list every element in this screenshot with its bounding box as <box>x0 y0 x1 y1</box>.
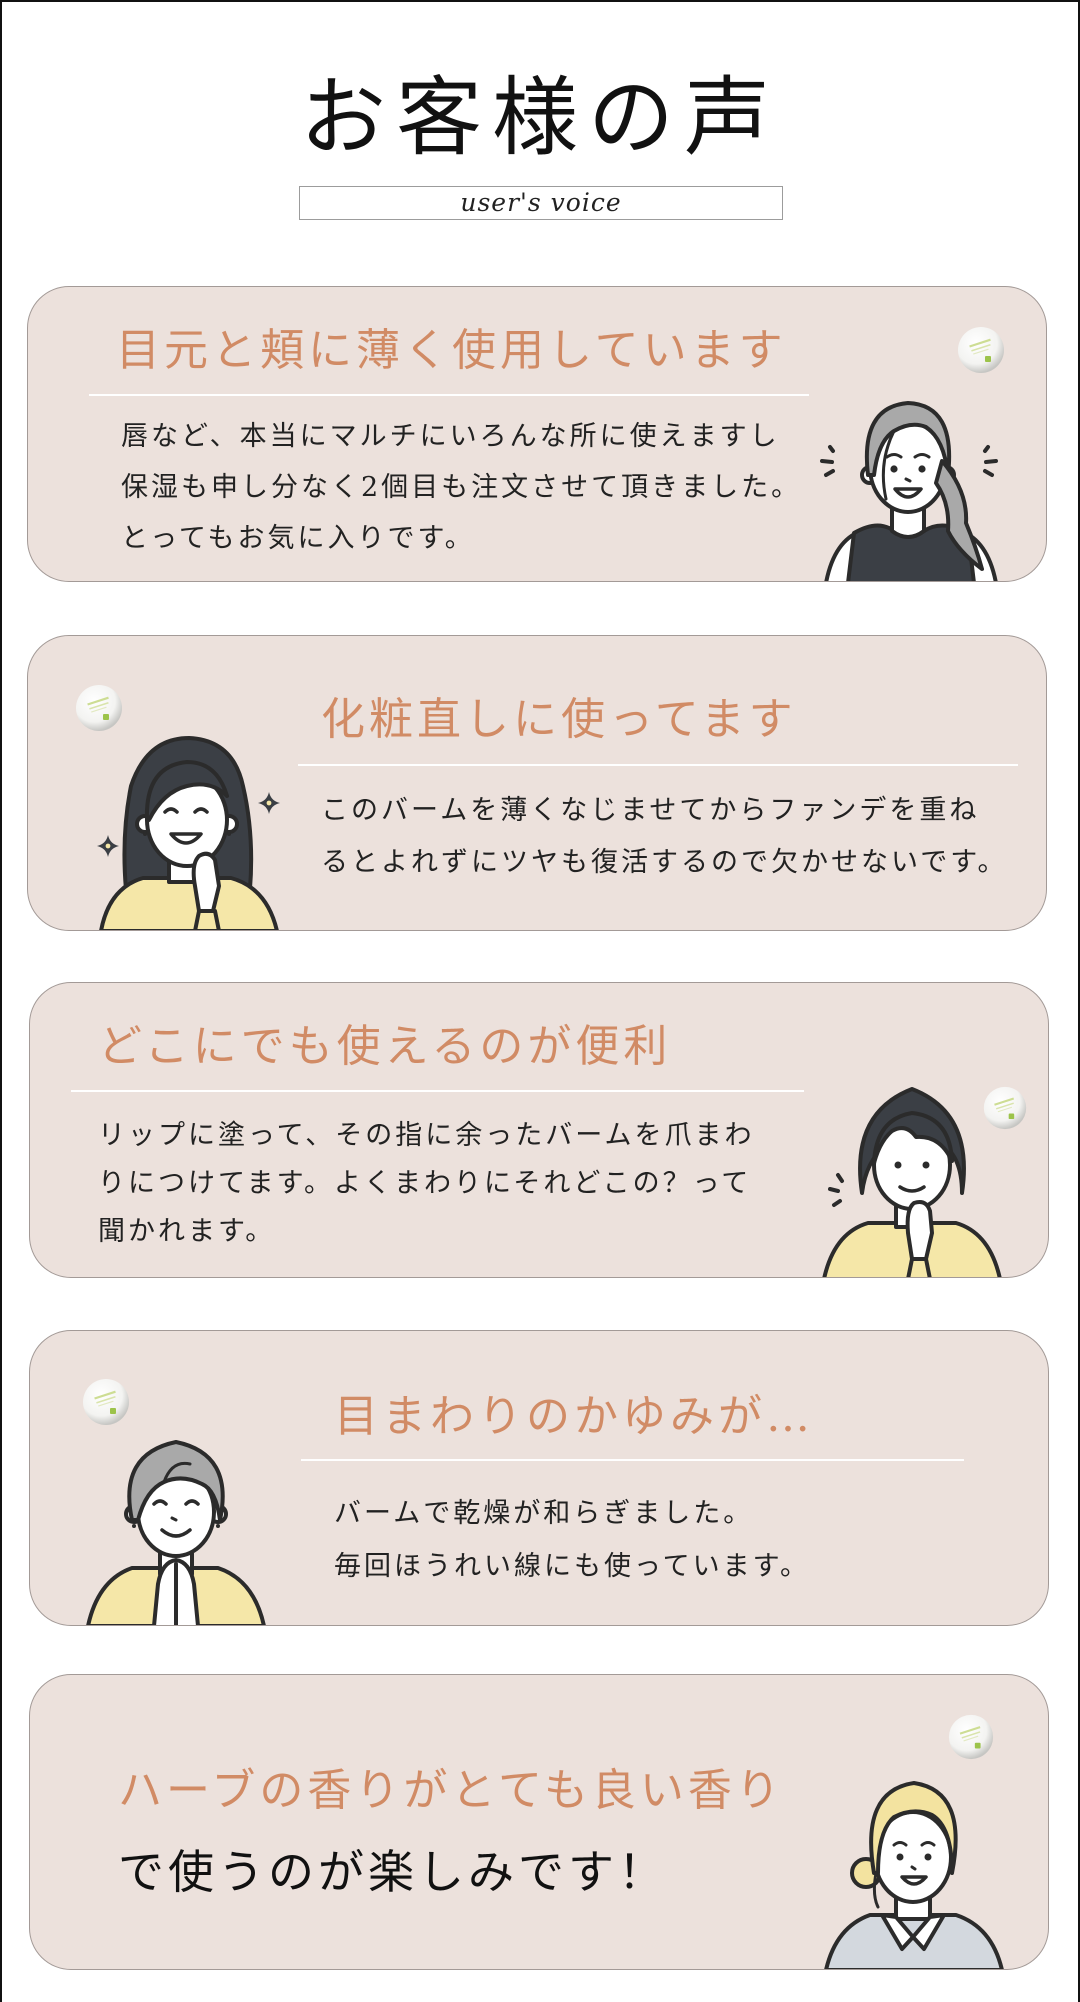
testimonial-line: とってもお気に入りです。 <box>121 523 475 554</box>
testimonial-line: るとよれずにツヤも復活するので欠かせないです。 <box>321 847 1008 878</box>
testimonial-body: このバームを薄くなじませてからファンデを重ね るとよれずにツヤも復活するので欠か… <box>321 785 1008 889</box>
testimonial-card-4: 目まわりのかゆみが… バームで乾燥が和らぎました。 毎回ほうれい線にも使っていま… <box>29 1330 1049 1626</box>
woman-ponytail-surprised-icon <box>820 401 998 581</box>
testimonial-body: リップに塗って、その指に余ったバームを爪まわ りにつけてます。よくまわりにそれど… <box>98 1112 755 1256</box>
testimonial-line: 保湿も申し分なく2個目も注文させて頂きました。 <box>121 472 802 503</box>
woman-bob-thinking-icon <box>822 1087 1002 1277</box>
divider <box>89 394 809 396</box>
page-subtitle: user's voice <box>460 188 622 217</box>
subtitle-box: user's voice <box>299 186 783 220</box>
testimonial-line: バームで乾燥が和らぎました。 <box>334 1498 754 1529</box>
testimonial-line: リップに塗って、その指に余ったバームを爪まわ <box>98 1120 755 1151</box>
testimonial-line: で使うのが楽しみです！ <box>118 1845 668 1899</box>
divider <box>71 1090 804 1092</box>
woman-long-hair-smiling-icon <box>99 736 279 930</box>
testimonial-line: 聞かれます。 <box>98 1216 276 1247</box>
testimonial-line: 毎回ほうれい線にも使っています。 <box>334 1551 810 1582</box>
testimonial-body: 唇など、本当にマルチにいろんな所に使えますし 保湿も申し分なく2個目も注文させて… <box>121 411 801 564</box>
balm-jar-icon <box>947 1713 995 1761</box>
testimonial-heading: ハーブの香りがとても良い香り <box>118 1765 784 1816</box>
balm-jar-icon <box>81 1377 131 1427</box>
balm-jar-icon <box>74 683 124 733</box>
testimonial-heading: 目元と頬に薄く使用しています <box>116 325 787 376</box>
page-title: お客様の声 <box>300 68 780 168</box>
woman-blonde-bun-icon <box>824 1781 1004 1969</box>
woman-grey-hair-hands-clasped-icon <box>86 1440 266 1625</box>
divider <box>301 1459 964 1461</box>
testimonial-heading: 化粧直しに使ってます <box>321 694 797 745</box>
testimonial-heading: どこにでも使えるのが便利 <box>98 1021 672 1072</box>
testimonial-line: りにつけてます。よくまわりにそれどこの？って <box>98 1168 752 1199</box>
testimonial-heading: 目まわりのかゆみが… <box>334 1391 814 1442</box>
balm-jar-icon <box>956 325 1006 375</box>
testimonial-line: このバームを薄くなじませてからファンデを重ね <box>321 795 980 826</box>
testimonial-card-1: 目元と頬に薄く使用しています 唇など、本当にマルチにいろんな所に使えますし 保湿… <box>27 286 1047 582</box>
testimonial-card-3: どこにでも使えるのが便利 リップに塗って、その指に余ったバームを爪まわ りにつけ… <box>29 982 1049 1278</box>
balm-jar-icon <box>982 1085 1028 1131</box>
testimonial-card-5: ハーブの香りがとても良い香り で使うのが楽しみです！ <box>29 1674 1049 1970</box>
divider <box>298 764 1018 766</box>
testimonial-line: 唇など、本当にマルチにいろんな所に使えますし <box>121 421 780 452</box>
testimonial-body: バームで乾燥が和らぎました。 毎回ほうれい線にも使っています。 <box>334 1487 810 1593</box>
testimonial-card-2: 化粧直しに使ってます このバームを薄くなじませてからファンデを重ね るとよれずに… <box>27 635 1047 931</box>
